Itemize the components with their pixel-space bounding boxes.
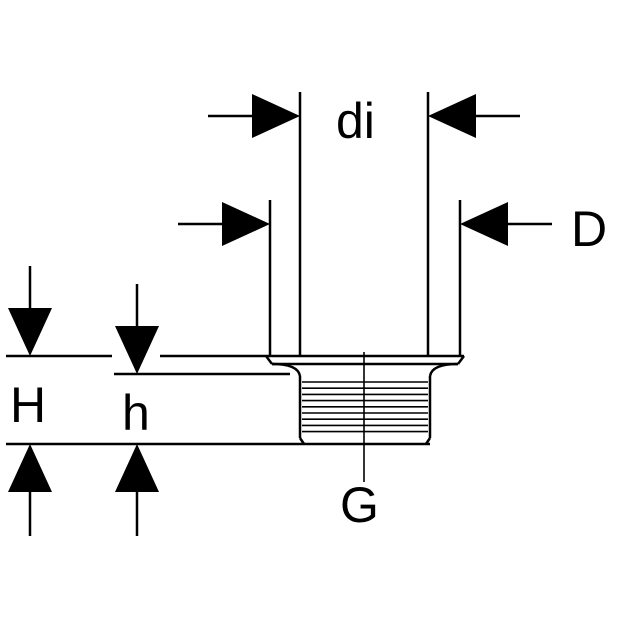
h-label: H xyxy=(10,377,46,433)
di-dimension: di xyxy=(208,93,520,149)
flange-right-fillet xyxy=(428,362,459,377)
height-reference-lines xyxy=(6,354,300,446)
flange-left-fillet xyxy=(271,362,302,377)
small-h-dimension: h xyxy=(115,284,159,536)
threaded-fitting xyxy=(265,352,465,482)
h-dimension: H xyxy=(8,266,52,536)
d-dimension: D xyxy=(178,201,607,257)
pipe-extension-lines xyxy=(268,92,462,356)
g-label: G xyxy=(340,477,379,533)
flange-right-end xyxy=(457,355,465,365)
d-label: D xyxy=(571,201,607,257)
flange-left-end xyxy=(265,355,273,365)
h-bottom-arrowhead xyxy=(8,444,52,492)
h-top-arrowhead xyxy=(8,308,52,356)
small-h-bottom-arrowhead xyxy=(115,444,159,492)
thread-lines xyxy=(302,381,428,433)
small-h-label: h xyxy=(122,385,150,441)
di-left-arrowhead xyxy=(252,94,300,138)
di-right-arrowhead xyxy=(428,94,476,138)
d-left-arrowhead xyxy=(222,202,270,246)
small-h-top-arrowhead xyxy=(115,326,159,374)
d-right-arrowhead xyxy=(460,202,508,246)
di-label: di xyxy=(336,93,375,149)
